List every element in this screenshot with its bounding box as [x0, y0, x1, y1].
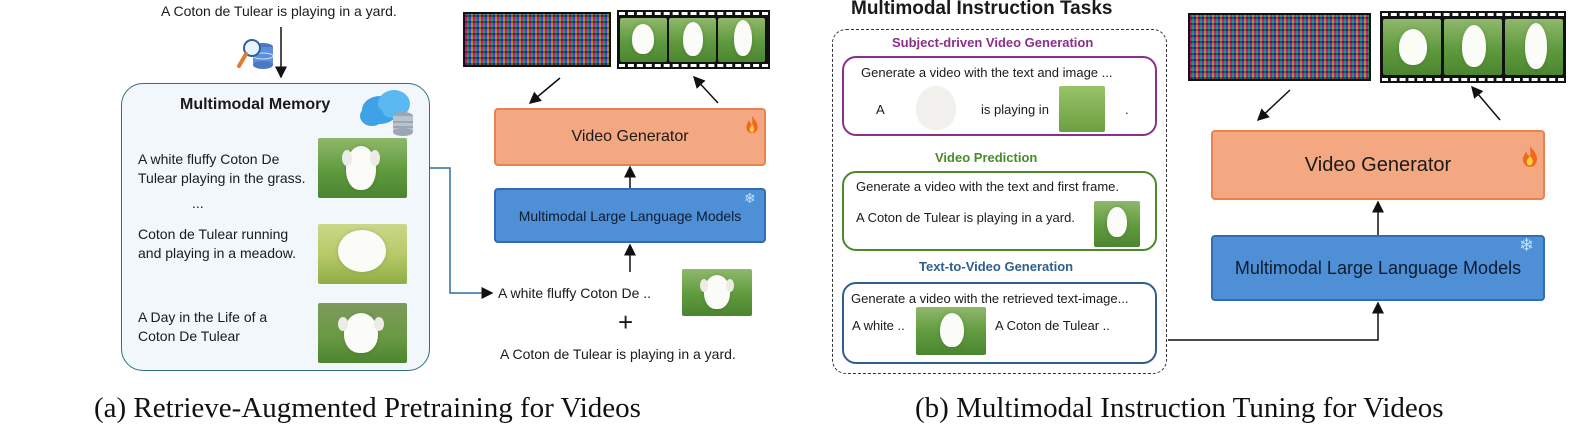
task-title-subject-driven: Subject-driven Video Generation	[892, 35, 1094, 50]
task1-word-a: A	[876, 102, 885, 117]
memory-title: Multimodal Memory	[180, 96, 331, 113]
mllm-b: Multimodal Large Language Models	[1211, 235, 1545, 301]
task1-instruction: Generate a video with the text and image…	[861, 65, 1113, 80]
generator-to-video-arrow-a	[692, 75, 719, 104]
fire-icon	[745, 116, 759, 134]
noisy-video-frames-b	[1188, 13, 1371, 81]
task3-retrieved-image	[916, 307, 986, 355]
tasks-title: Multimodal Instruction Tasks	[851, 0, 1113, 19]
task-title-text-to-video: Text-to-Video Generation	[919, 259, 1074, 274]
snowflake-icon: ❄	[1519, 235, 1535, 256]
memory-entry-1: A white fluffy Coton De Tulear playing i…	[138, 151, 306, 186]
task1-subject-image	[908, 84, 964, 134]
output-video-frames-a	[617, 10, 770, 69]
memory-entry-3: A Day in the Life of a Coton De Tulear	[138, 309, 268, 344]
magnifier-database-icon	[236, 33, 276, 73]
instruction-tasks-box	[832, 29, 1167, 374]
task1-word-b: is playing in	[981, 102, 1049, 117]
memory-image-1	[318, 138, 407, 198]
noise-to-generator-arrow-b	[1256, 89, 1291, 122]
memory-ellipsis: ...	[192, 195, 204, 211]
top-prompt: A Coton de Tulear is playing in a yard.	[161, 3, 397, 19]
task3-instruction: Generate a video with the retrieved text…	[851, 291, 1129, 306]
mllm-a: Multimodal Large Language Models	[494, 188, 766, 243]
noise-to-generator-arrow-a	[528, 77, 561, 104]
task3-left: A white ..	[852, 318, 905, 333]
plus-sign: +	[618, 307, 634, 337]
task2-first-frame	[1094, 201, 1140, 247]
video-generator-b: Video Generator	[1211, 130, 1545, 200]
task1-period: .	[1125, 102, 1129, 117]
task1-scene-image	[1059, 86, 1105, 132]
bottom-prompt: A Coton de Tulear is playing in a yard.	[500, 346, 736, 362]
retrieved-text: A white fluffy Coton De ..	[498, 285, 652, 301]
task2-instruction: Generate a video with the text and first…	[856, 179, 1120, 194]
task-box-text-to-video	[842, 282, 1157, 364]
cloud-database-icon	[358, 86, 418, 136]
memory-image-2	[318, 224, 407, 284]
snowflake-icon: ❄	[744, 191, 756, 207]
task2-prompt: A Coton de Tulear is playing in a yard.	[856, 210, 1075, 225]
generator-to-video-arrow-b	[1471, 85, 1501, 121]
noisy-video-frames-a	[463, 12, 611, 67]
retrieved-image	[682, 269, 752, 316]
task-title-video-prediction: Video Prediction	[935, 150, 1038, 165]
memory-image-3	[318, 303, 407, 363]
task3-right: A Coton de Tulear ..	[995, 318, 1110, 333]
tasks-to-mllm-connector	[1168, 301, 1384, 341]
output-video-frames-b	[1380, 11, 1566, 83]
fire-icon	[1521, 146, 1539, 168]
memory-entry-2: Coton de Tulear running and playing in a…	[138, 226, 296, 261]
caption-b: (b) Multimodal Instruction Tuning for Vi…	[915, 392, 1444, 424]
caption-a: (a) Retrieve-Augmented Pretraining for V…	[94, 392, 641, 424]
video-generator-a: Video Generator	[494, 108, 766, 166]
